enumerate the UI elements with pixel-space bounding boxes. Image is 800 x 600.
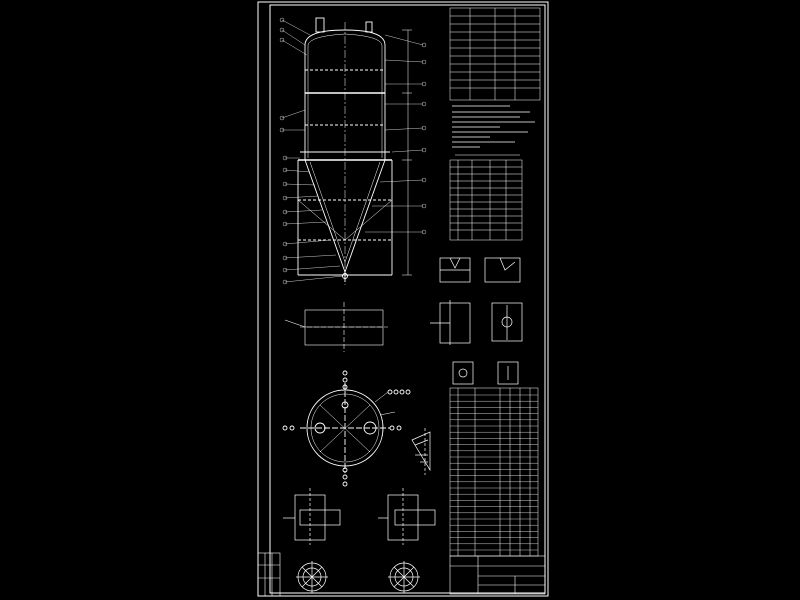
parts-list-rows <box>450 394 538 551</box>
sheet-border <box>257 1 549 597</box>
leader-balloons-left <box>279 17 344 285</box>
nozzle-schedule-table <box>449 154 523 241</box>
lug-detail-view <box>411 428 431 475</box>
title-block <box>449 555 546 595</box>
nozzle-detail-views <box>430 257 523 385</box>
top-plan-view <box>282 370 411 487</box>
flange-detail-views <box>283 488 436 593</box>
leader-balloons-right <box>365 34 427 235</box>
revision-strip <box>257 552 281 597</box>
support-plan-view <box>284 302 388 352</box>
vessel-elevation-view <box>297 17 412 285</box>
design-data-table <box>449 7 541 101</box>
technical-requirements-notes <box>452 105 535 148</box>
